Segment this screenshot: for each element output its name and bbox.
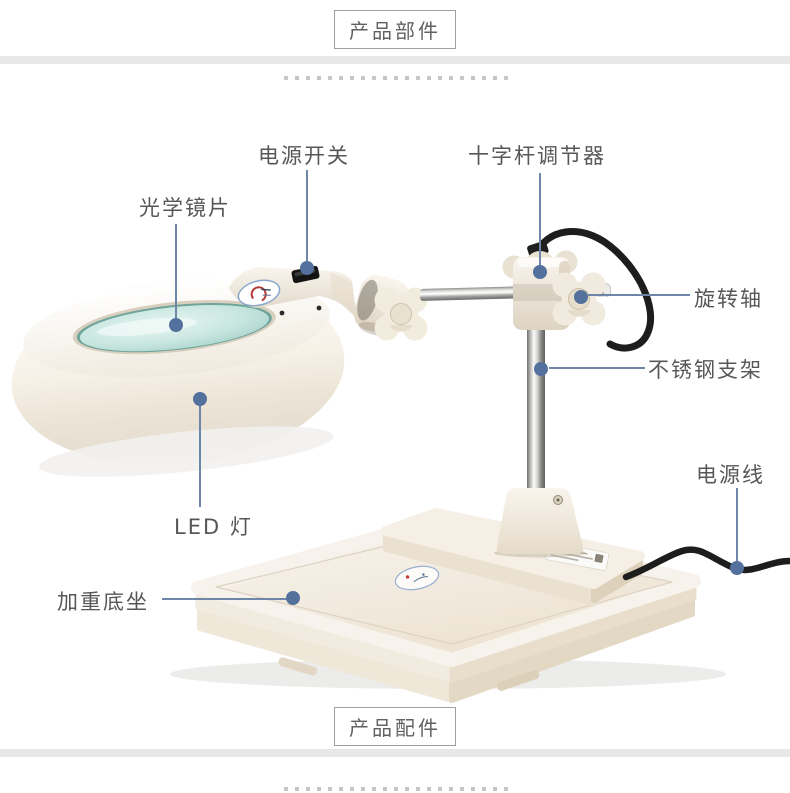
base-logo xyxy=(394,565,440,591)
label-power-cord: 电源线 xyxy=(696,463,765,487)
label-weighted-base: 加重底坐 xyxy=(57,590,149,614)
stainless-pole-shape xyxy=(527,298,545,494)
leader-dot-optical-lens xyxy=(169,318,183,332)
leader-line-optical-lens xyxy=(175,224,177,321)
leader-dot-power-switch xyxy=(300,261,314,275)
head-logo xyxy=(237,279,281,307)
pole-mount xyxy=(494,488,586,558)
section-title-top: 产品部件 xyxy=(334,10,456,49)
leader-line-power-switch xyxy=(306,170,308,263)
label-power-switch: 电源开关 xyxy=(258,144,350,168)
leader-line-power-cord xyxy=(736,488,738,562)
leader-line-stainless-steel-bracket xyxy=(549,367,645,369)
leader-dot-stainless-steel-bracket xyxy=(534,362,548,376)
leader-line-weighted-base xyxy=(162,598,287,600)
label-rotation-axis: 旋转轴 xyxy=(694,287,763,311)
label-cross-rod-adjuster: 十字杆调节器 xyxy=(468,144,606,168)
bottom-divider xyxy=(0,749,790,757)
leader-dot-power-cord xyxy=(730,561,744,575)
leader-line-rotation-axis xyxy=(588,294,690,296)
leader-dot-led-light xyxy=(193,392,207,406)
leader-dot-rotation-axis xyxy=(574,290,588,304)
power-cord-shape xyxy=(622,546,790,581)
label-optical-lens: 光学镜片 xyxy=(139,196,231,220)
top-dotted-separator xyxy=(284,76,508,80)
label-stainless-steel-bracket: 不锈钢支架 xyxy=(648,358,763,382)
top-divider xyxy=(0,56,790,64)
rotation-knob xyxy=(552,272,606,326)
section-title-bottom: 产品配件 xyxy=(334,707,456,746)
weighted-base-shape xyxy=(191,514,701,703)
head-clamp xyxy=(353,275,428,341)
leader-dot-cross-rod-adjuster xyxy=(533,265,547,279)
bottom-dotted-separator xyxy=(284,787,508,791)
leader-line-cross-rod-adjuster xyxy=(539,173,541,266)
leader-line-led-light xyxy=(199,404,201,507)
label-led-light: LED 灯 xyxy=(174,515,253,539)
leader-dot-weighted-base xyxy=(286,591,300,605)
